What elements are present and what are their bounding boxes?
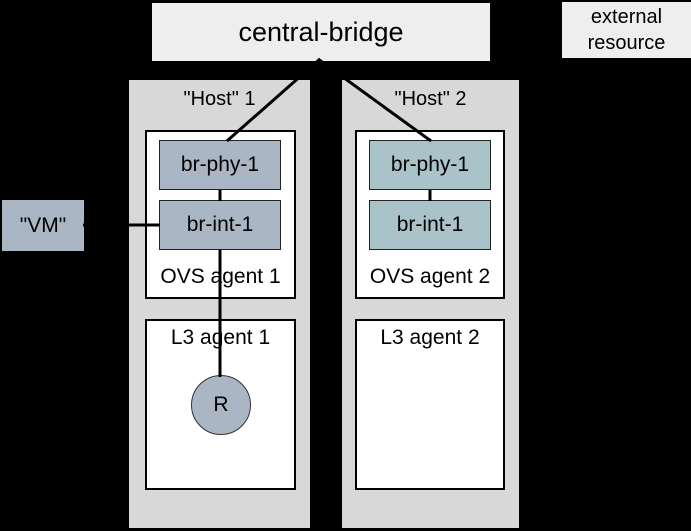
host1-br-phy-node: br-phy-1	[159, 140, 281, 190]
host2-l3-agent-label: L3 agent 2	[380, 326, 480, 349]
external-resource-node: external resource	[562, 2, 691, 58]
host2-br-phy-node: br-phy-1	[369, 140, 491, 190]
vm-node: "VM"	[2, 200, 84, 251]
host2-title: "Host" 2	[394, 88, 467, 110]
host2-br-int-node: br-int-1	[369, 200, 491, 250]
host1-l3-agent-label: L3 agent 1	[170, 326, 271, 349]
host1-br-int-node: br-int-1	[159, 200, 281, 250]
host1-title: "Host" 1	[183, 88, 256, 110]
host1-router-node: R	[191, 375, 251, 435]
host2-l3-agent-box	[355, 319, 505, 490]
host2-ovs-agent-label: OVS agent 2	[369, 265, 491, 288]
host1-ovs-agent-label: OVS agent 1	[160, 265, 281, 288]
central-bridge-node: central-bridge	[152, 3, 490, 61]
